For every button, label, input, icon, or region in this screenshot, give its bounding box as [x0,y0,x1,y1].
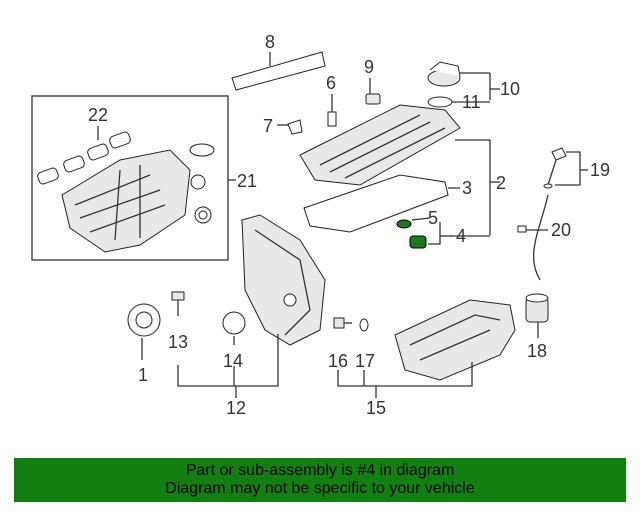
banner-line-2: Diagram may not be specific to your vehi… [165,480,475,497]
dipstick-19 [543,147,588,189]
callout-9: 9 [364,57,374,77]
callout-11: 11 [462,92,481,112]
oil-cap-10 [427,61,500,100]
callout-5: 5 [428,208,438,228]
valve-cover-2 [299,104,500,235]
bracket-7 [287,119,303,135]
callout-7: 7 [263,116,273,136]
callout-12: 12 [226,398,246,418]
crank-pulley-1 [127,303,161,337]
highlighted-part-4 [396,217,490,249]
plug-17 [359,318,369,332]
dipstick-tube-20 [517,194,549,281]
oil-filter-18 [525,293,549,323]
sensor-9 [365,93,381,105]
callout-10: 10 [500,79,520,99]
callout-2: 2 [496,173,506,193]
callout-8: 8 [265,32,275,52]
callout-6: 6 [326,73,336,93]
oil-pan-15 [394,299,516,381]
callout-3: 3 [462,178,472,198]
callout-16: 16 [328,351,348,371]
bolt-16 [333,317,352,329]
seal-11 [427,96,453,108]
seal-14 [222,311,246,335]
parts-diagram: 1 2 3 4 5 6 7 8 9 10 11 12 13 14 15 16 1… [31,32,610,418]
callout-17: 17 [355,351,375,371]
info-banner: Part or sub-assembly is #4 in diagram Di… [14,458,626,502]
callout-19: 19 [590,160,610,180]
engine-cover-8 [231,51,326,91]
callout-1: 1 [138,365,148,385]
callout-21: 21 [237,171,257,191]
bolt-13 [171,291,185,316]
bracket-6 [327,111,337,127]
intake-manifold-inset [31,95,236,261]
callout-13: 13 [168,332,188,352]
banner-line-1: Part or sub-assembly is #4 in diagram [185,462,455,479]
valve-cover-gasket-3 [303,174,449,233]
callout-15: 15 [366,398,386,418]
callout-14: 14 [223,351,243,371]
callout-20: 20 [551,220,571,240]
callout-18: 18 [527,341,547,361]
callout-22: 22 [88,105,108,125]
callout-4: 4 [456,226,466,246]
timing-cover [241,214,326,346]
